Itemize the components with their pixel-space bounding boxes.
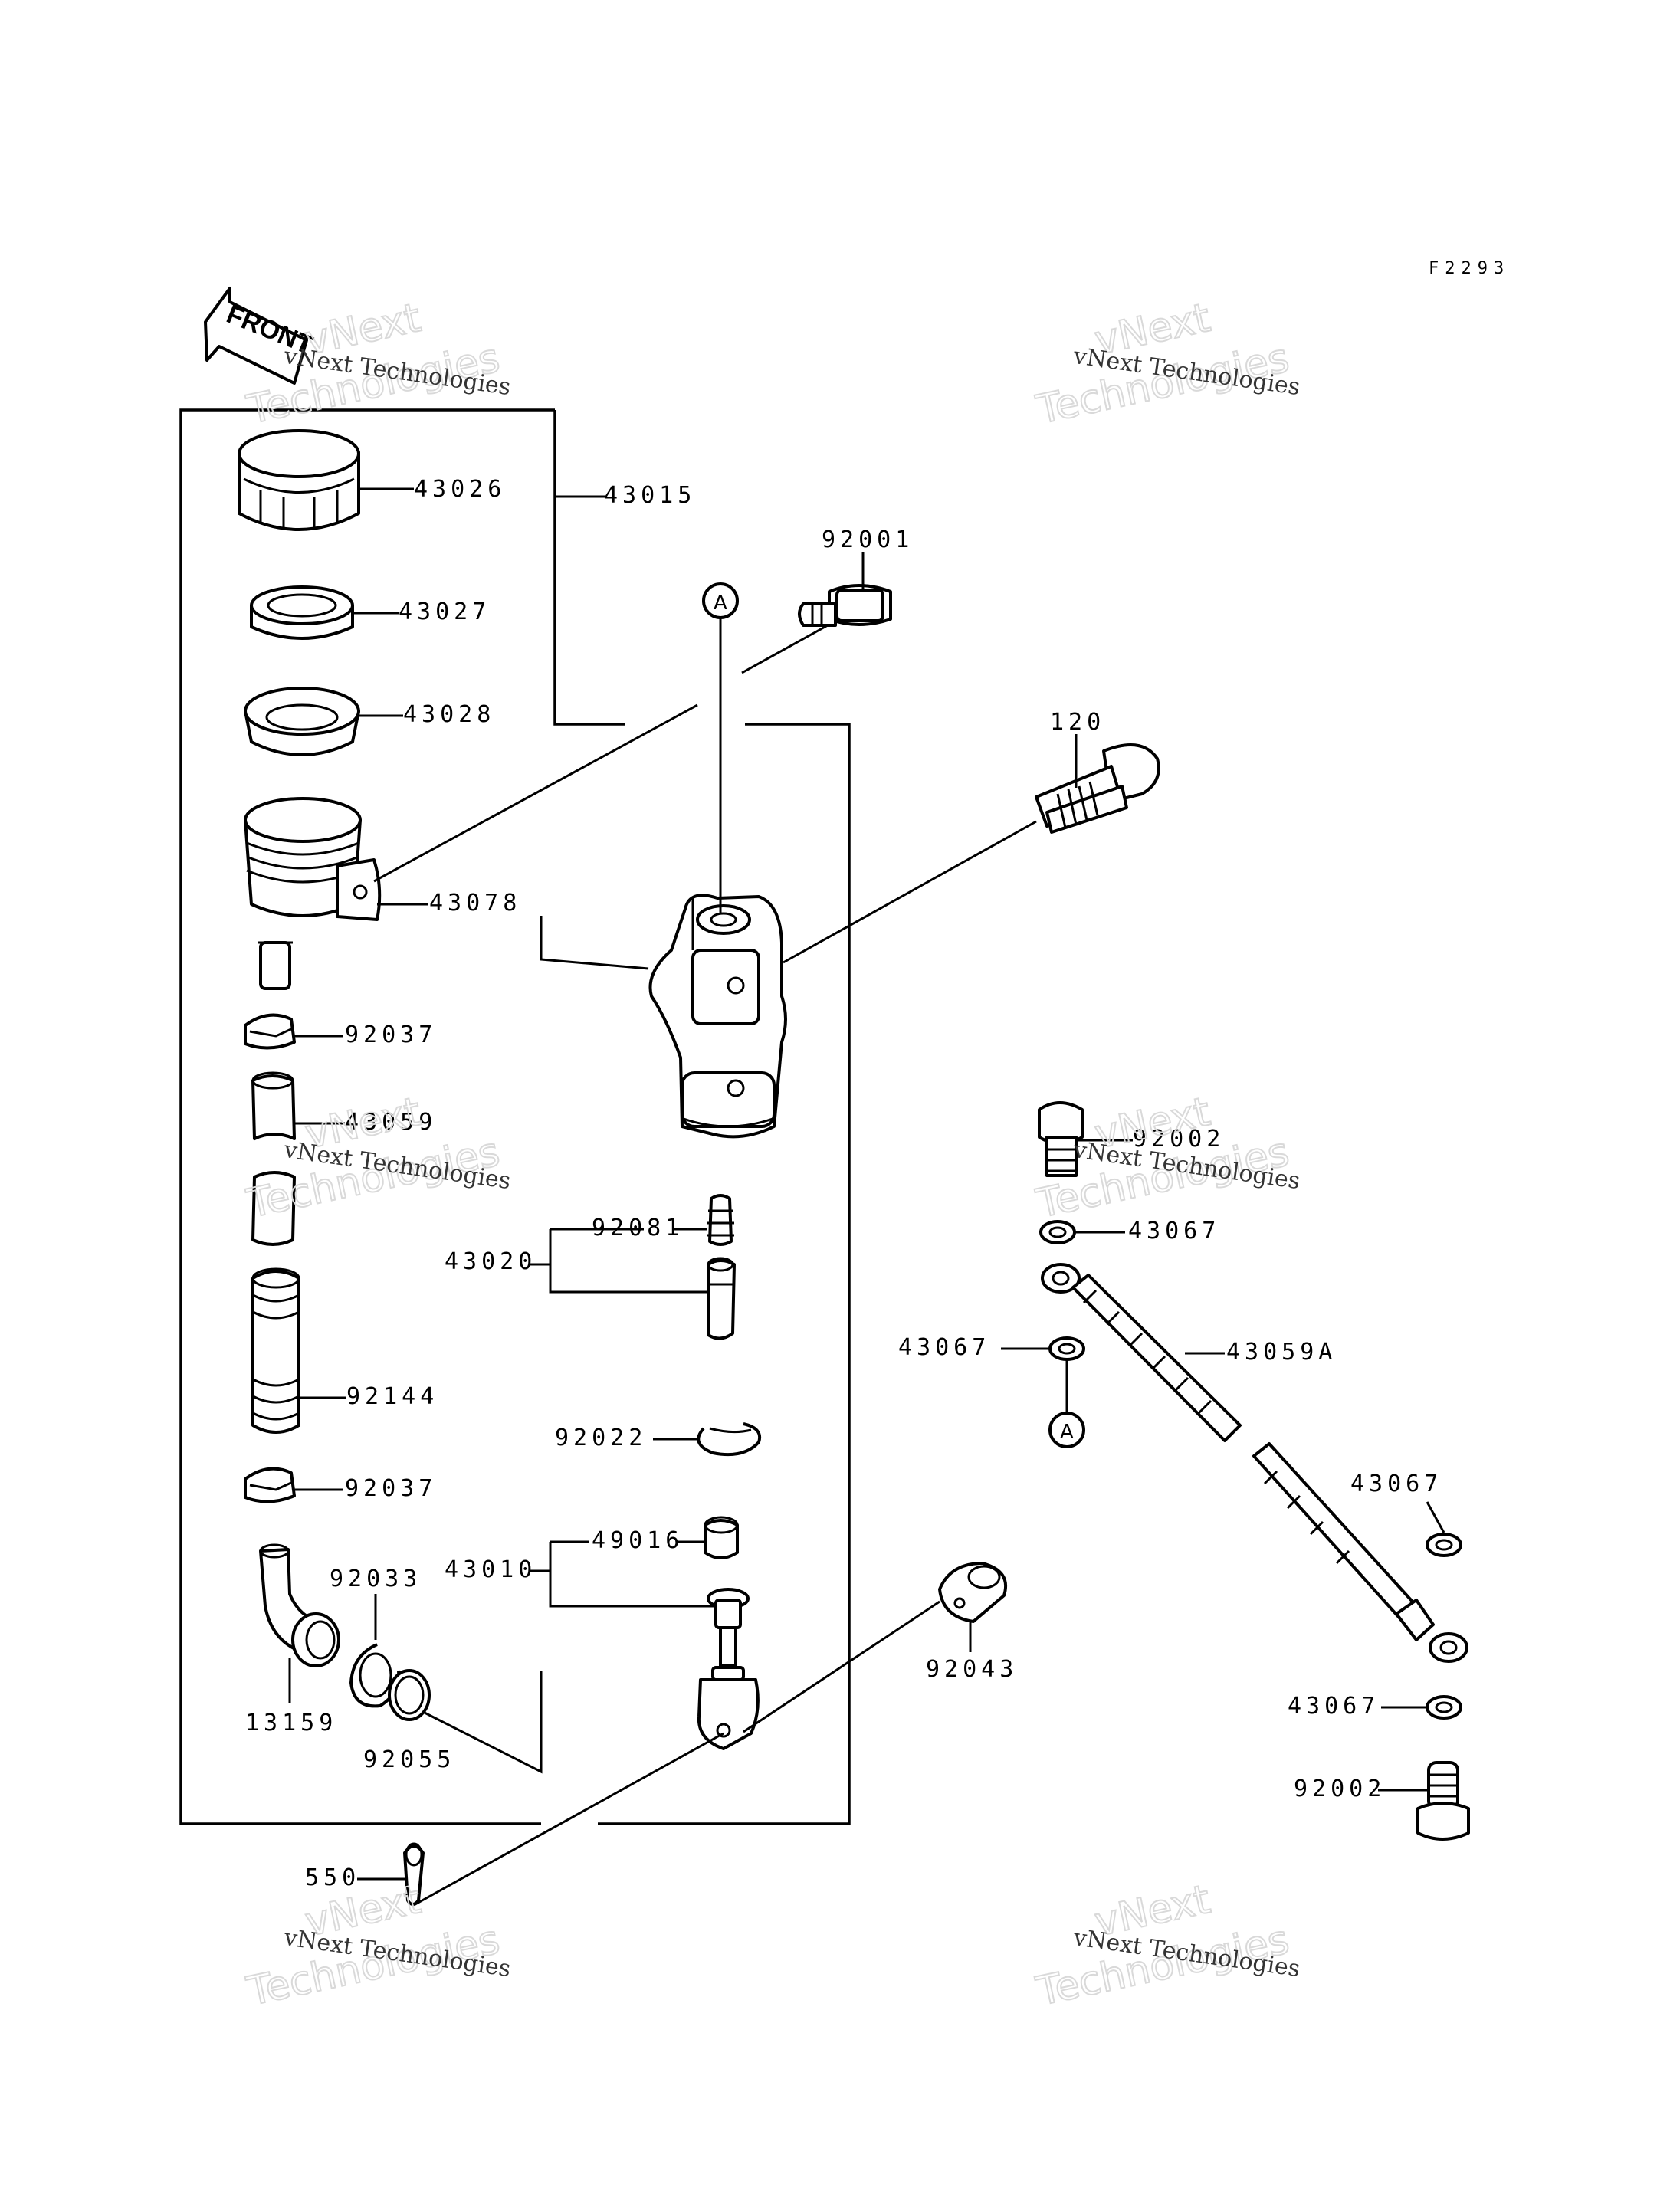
short-hose-icon bbox=[251, 1071, 296, 1246]
push-rod-bolt-icon bbox=[1035, 743, 1160, 834]
piston-rod-icon bbox=[697, 1588, 760, 1750]
label-43015: 43015 bbox=[604, 482, 696, 509]
hose-clamp-icon bbox=[244, 1013, 296, 1050]
cotter-pin-icon bbox=[403, 1842, 425, 1906]
label-43067-c: 43067 bbox=[1350, 1471, 1442, 1497]
leader-92043-body bbox=[743, 1600, 940, 1733]
leader-92001-body bbox=[741, 624, 829, 674]
hose-clamp-icon bbox=[244, 1467, 296, 1503]
assembly-frame-43015 bbox=[553, 410, 625, 726]
leader-43067c bbox=[1426, 1501, 1445, 1533]
ref-marker-a-top-label: A bbox=[714, 592, 727, 615]
watermark-top-left: vNext Technologies vNext Technologies bbox=[242, 294, 513, 434]
bracket-43010 bbox=[549, 1542, 717, 1608]
bolt-icon bbox=[798, 584, 892, 627]
label-43067-b: 43067 bbox=[898, 1334, 990, 1361]
diaphragm-icon bbox=[244, 687, 360, 756]
ref-marker-a-bottom-label: A bbox=[1060, 1421, 1074, 1444]
figure-code: F2293 bbox=[1429, 259, 1510, 278]
label-92001: 92001 bbox=[822, 526, 914, 553]
o-ring-icon bbox=[388, 1669, 431, 1721]
snap-ring-icon bbox=[697, 1422, 761, 1457]
label-43067-a: 43067 bbox=[1128, 1218, 1220, 1244]
diaphragm-plate-icon bbox=[250, 585, 354, 640]
label-43067-d: 43067 bbox=[1288, 1693, 1380, 1720]
washer-icon bbox=[1426, 1533, 1462, 1557]
leader-reservoir-mount bbox=[373, 703, 698, 883]
elbow-fitting-icon bbox=[259, 1543, 340, 1667]
label-43020: 43020 bbox=[445, 1248, 536, 1275]
label-13159: 13159 bbox=[245, 1710, 337, 1736]
clevis-pin-icon bbox=[938, 1562, 1008, 1623]
leader-bracket bbox=[540, 916, 649, 970]
label-92144: 92144 bbox=[346, 1383, 438, 1410]
watermark-bottom-right: vNext Technologies vNext Technologies bbox=[1032, 1876, 1302, 2016]
label-92022: 92022 bbox=[555, 1425, 647, 1451]
washer-icon bbox=[1039, 1220, 1076, 1244]
label-92081: 92081 bbox=[592, 1215, 684, 1241]
label-120: 120 bbox=[1050, 709, 1105, 736]
label-92043: 92043 bbox=[926, 1656, 1018, 1683]
label-92002-top: 92002 bbox=[1133, 1126, 1225, 1153]
label-92037-a: 92037 bbox=[345, 1021, 437, 1048]
label-43078: 43078 bbox=[429, 890, 521, 917]
bleed-valve-icon bbox=[707, 1194, 734, 1246]
label-49016: 49016 bbox=[592, 1527, 684, 1554]
label-92055: 92055 bbox=[363, 1746, 455, 1773]
watermark-bottom-left: vNext Technologies vNext Technologies bbox=[242, 1876, 513, 2016]
banjo-bolt-icon bbox=[1416, 1761, 1470, 1841]
bracket-43020 bbox=[549, 1229, 707, 1294]
protector-hose-icon bbox=[251, 1267, 300, 1434]
assembly-frame-outer bbox=[179, 408, 555, 1825]
reservoir-cap-icon bbox=[238, 429, 360, 531]
label-43027: 43027 bbox=[399, 598, 491, 625]
label-43010: 43010 bbox=[445, 1556, 536, 1583]
leader-92055 bbox=[422, 1671, 543, 1774]
label-92033: 92033 bbox=[330, 1566, 422, 1592]
reservoir-icon bbox=[244, 797, 382, 990]
valve-body-icon bbox=[707, 1257, 736, 1340]
master-cylinder-icon bbox=[648, 894, 787, 1139]
leader-120-body bbox=[783, 820, 1037, 964]
label-43026: 43026 bbox=[414, 476, 506, 503]
brake-hose-icon bbox=[1041, 1263, 1468, 1663]
label-92037-b: 92037 bbox=[345, 1475, 437, 1502]
dust-boot-icon bbox=[704, 1516, 739, 1559]
label-43059: 43059 bbox=[345, 1109, 437, 1136]
ref-marker-a-bottom bbox=[1048, 1412, 1085, 1448]
washer-icon bbox=[1426, 1695, 1462, 1720]
assembly-frame-right bbox=[598, 723, 851, 1825]
leader-550-body bbox=[413, 1732, 724, 1907]
watermark-top-right: vNext Technologies vNext Technologies bbox=[1032, 294, 1302, 434]
washer-icon bbox=[1048, 1336, 1085, 1361]
label-92002-bottom: 92002 bbox=[1294, 1776, 1386, 1802]
label-43059A: 43059A bbox=[1226, 1339, 1337, 1366]
label-43028: 43028 bbox=[403, 701, 495, 728]
banjo-bolt-icon bbox=[1038, 1101, 1084, 1177]
label-550: 550 bbox=[305, 1864, 360, 1891]
